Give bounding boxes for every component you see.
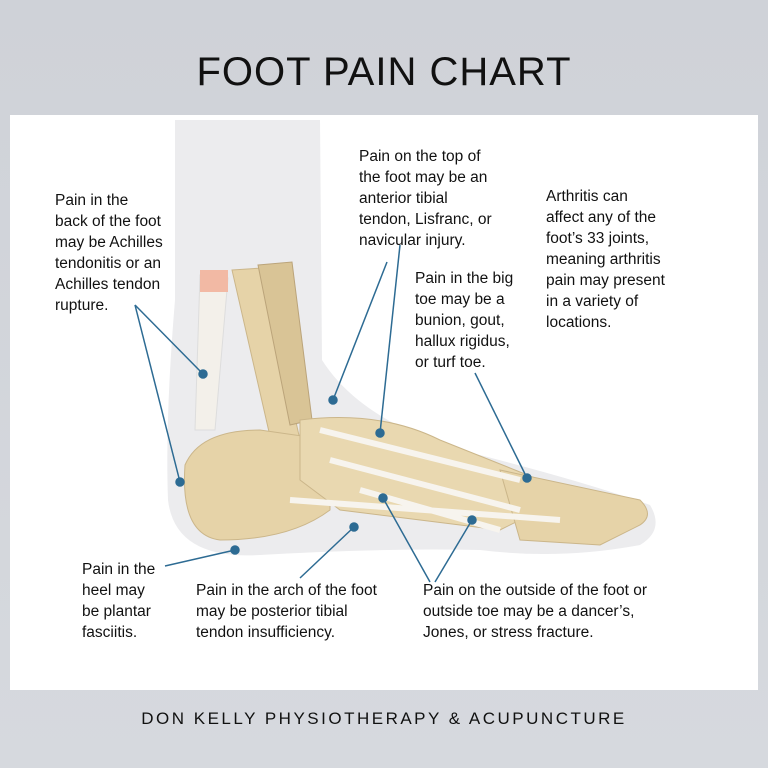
outside-foot-note: Pain on the outside of the foot or outsi… [423,582,648,641]
ligaments [289,427,561,533]
pointer-lines [134,244,532,583]
footer-brand: DON KELLY PHYSIOTHERAPY & ACUPUNCTURE [141,709,627,728]
muscle-end [200,270,228,292]
achilles-note: Pain in the back of the foot may be Achi… [55,192,163,314]
page-title: FOOT PAIN CHART [196,50,572,94]
toe-bones [499,469,648,546]
big-toe-note: Pain in the big toe may be a bunion, gou… [415,270,514,371]
arthritis-note: Arthritis can affect any of the foot’s 3… [546,188,665,331]
diagram-panel [10,115,758,690]
arch-note: Pain in the arch of the foot may be post… [196,582,377,641]
heel-note: Pain in the heel may be plantar fasciiti… [82,561,156,641]
heel-bone [183,429,331,541]
top-of-foot-note: Pain on the top of the foot may be an an… [359,148,492,249]
